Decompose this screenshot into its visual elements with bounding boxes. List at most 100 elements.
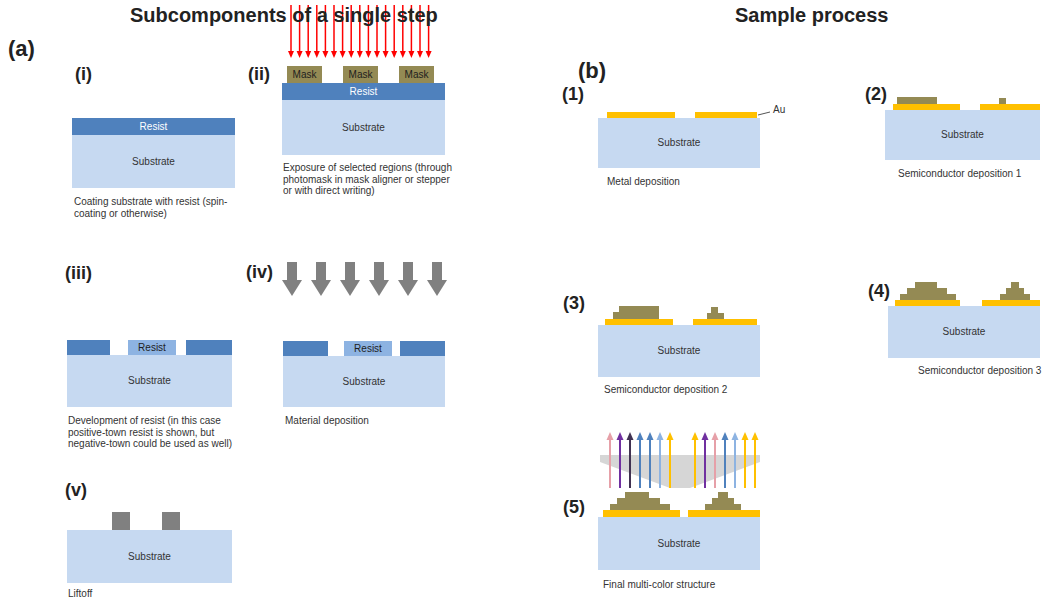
step-number: (ii) (248, 64, 270, 85)
layer-label: Substrate (941, 130, 984, 140)
arrow-head (297, 51, 303, 58)
photomask-block: Mask (343, 66, 378, 83)
arrow-head (627, 432, 634, 440)
step-caption: Semiconductor deposition 1 (898, 168, 1043, 180)
step-number: (2) (865, 84, 887, 105)
substrate-layer: Substrate (598, 517, 760, 570)
arrow-head (647, 432, 654, 440)
layer-label: Substrate (658, 539, 701, 549)
arrow-head (400, 51, 406, 58)
arrow-head (692, 432, 699, 440)
substrate-layer: Substrate (598, 325, 760, 377)
semiconductor-layer (711, 307, 718, 313)
step-number: (5) (563, 497, 585, 518)
arrow-head (288, 51, 294, 58)
layer-label: Resist (138, 343, 166, 353)
arrow-head (374, 51, 380, 58)
arrow-head (742, 432, 749, 440)
emission-ray (714, 438, 716, 488)
semiconductor-layer (1000, 294, 1030, 300)
step-caption: Metal deposition (607, 176, 777, 188)
arrow-head (712, 432, 719, 440)
layer-label: Resist (140, 122, 168, 132)
layer-label: Substrate (658, 138, 701, 148)
panel-letter: (a) (8, 36, 35, 61)
layer-label: Mask (405, 70, 429, 80)
emission-ray (609, 438, 611, 488)
resist-layer: Resist (282, 83, 445, 100)
arrow-head (383, 51, 389, 58)
semiconductor-layer (613, 312, 659, 319)
emission-ray (754, 438, 756, 488)
material-label: Au (773, 104, 785, 116)
arrow-head (348, 51, 354, 58)
emission-ray (694, 438, 696, 488)
step-number: (i) (75, 64, 92, 85)
resist-piece (67, 340, 110, 355)
arrow-head (657, 432, 664, 440)
heading: Sample process (735, 4, 888, 27)
leader-line (758, 112, 770, 115)
semiconductor-layer (907, 288, 947, 294)
substrate-layer: Substrate (67, 530, 232, 583)
layer-label: Mask (293, 70, 317, 80)
resist-layer: Resist (344, 341, 392, 356)
arrow-head (607, 432, 614, 440)
photomask-block: Mask (287, 66, 322, 83)
arrow-head (417, 51, 423, 58)
emission-ray (639, 438, 641, 488)
resist-piece (400, 341, 445, 356)
semiconductor-layer (617, 498, 660, 504)
arrow-head (752, 432, 759, 440)
emission-arrows (607, 432, 759, 488)
semiconductor-layer (897, 97, 937, 104)
deposition-arrow (369, 262, 389, 296)
resist-layer: Resist (128, 340, 176, 355)
emission-ray (704, 438, 706, 488)
arrow-head (340, 51, 346, 58)
arrow-head (408, 51, 414, 58)
step-number: (v) (65, 480, 87, 501)
arrow-head (702, 432, 709, 440)
substrate-layer: Substrate (888, 306, 1040, 358)
resist-piece (186, 340, 232, 355)
arrow-head (391, 51, 397, 58)
layer-label: Substrate (132, 157, 175, 167)
gold-pad (603, 510, 680, 517)
substrate-layer: Substrate (67, 355, 232, 407)
deposition-arrow (340, 262, 360, 296)
photomask-block: Mask (399, 66, 434, 83)
step-caption: Material deposition (285, 415, 455, 427)
step-number: (3) (563, 293, 585, 314)
arrow-head (322, 51, 328, 58)
layer-label: Mask (349, 70, 373, 80)
arrow-head (667, 432, 674, 440)
deposition-arrow (311, 262, 331, 296)
step-number: (iii) (65, 263, 92, 284)
layer-label: Resist (354, 344, 382, 354)
step-caption: Exposure of selected regions (through ph… (283, 162, 453, 197)
emission-ray (669, 438, 671, 488)
semiconductor-layer (610, 504, 670, 510)
arrow-head (331, 51, 337, 58)
layer-label: Substrate (342, 123, 385, 133)
resist-piece (283, 341, 328, 356)
gold-pad (688, 510, 760, 517)
semiconductor-layer (1006, 288, 1024, 294)
layer-label: Substrate (128, 376, 171, 386)
semiconductor-layer (900, 294, 956, 300)
deposited-material (112, 512, 130, 530)
emission-ray (619, 438, 621, 488)
semiconductor-layer (705, 504, 741, 510)
step-number: (iv) (246, 262, 273, 283)
substrate-layer: Substrate (72, 135, 235, 188)
arrow-head (357, 51, 363, 58)
deposition-arrows (282, 262, 447, 296)
step-caption: Liftoff (68, 588, 238, 600)
step-number: (1) (562, 84, 584, 105)
layer-label: Substrate (658, 346, 701, 356)
arrow-head (305, 51, 311, 58)
arrow-head (722, 432, 729, 440)
emission-ray (744, 438, 746, 488)
